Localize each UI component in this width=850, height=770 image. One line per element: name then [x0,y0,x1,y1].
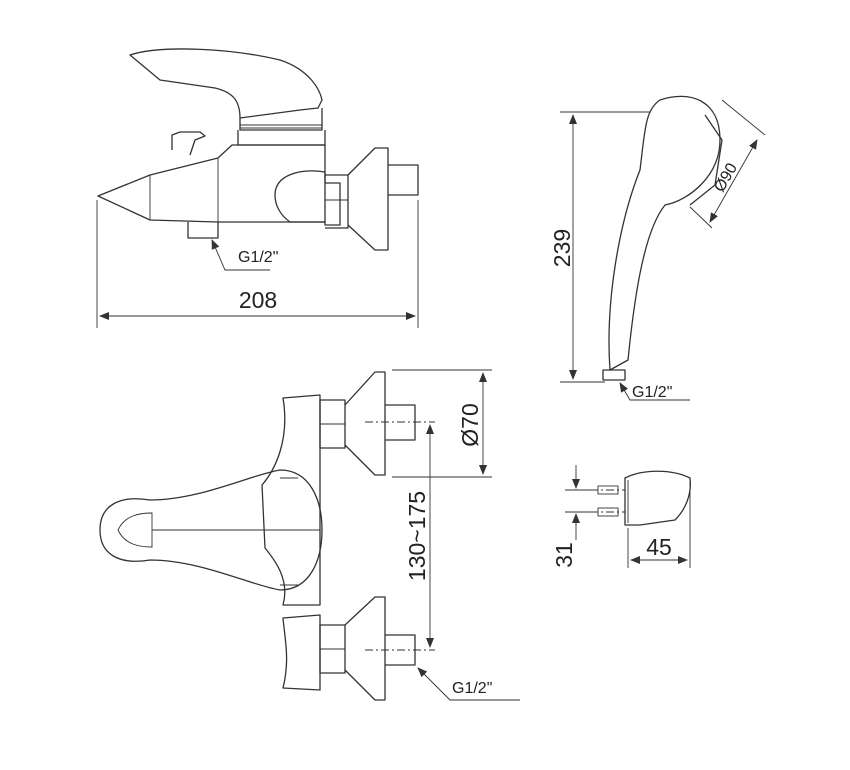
holder-height-dimension: 31 [551,542,577,568]
shower-holder-view: 31 45 [551,465,691,568]
shower-length-dimension: 239 [549,229,575,267]
front-view: Ø70 130~175 G1/2" [99,369,520,701]
width-dimension: 208 [239,287,277,313]
flange-diameter-dimension: Ø70 [457,403,483,446]
front-thread-label: G1/2" [452,680,492,697]
shower-diameter-dimension: Ø90 [711,160,741,195]
side-view: G1/2" 208 [96,48,419,328]
centers-dimension: 130~175 [404,491,430,581]
shower-thread-label: G1/2" [632,384,672,401]
hand-shower-view: 239 Ø90 G1/2" [549,95,766,401]
side-thread-label: G1/2" [238,249,278,266]
holder-depth-dimension: 45 [646,534,672,560]
